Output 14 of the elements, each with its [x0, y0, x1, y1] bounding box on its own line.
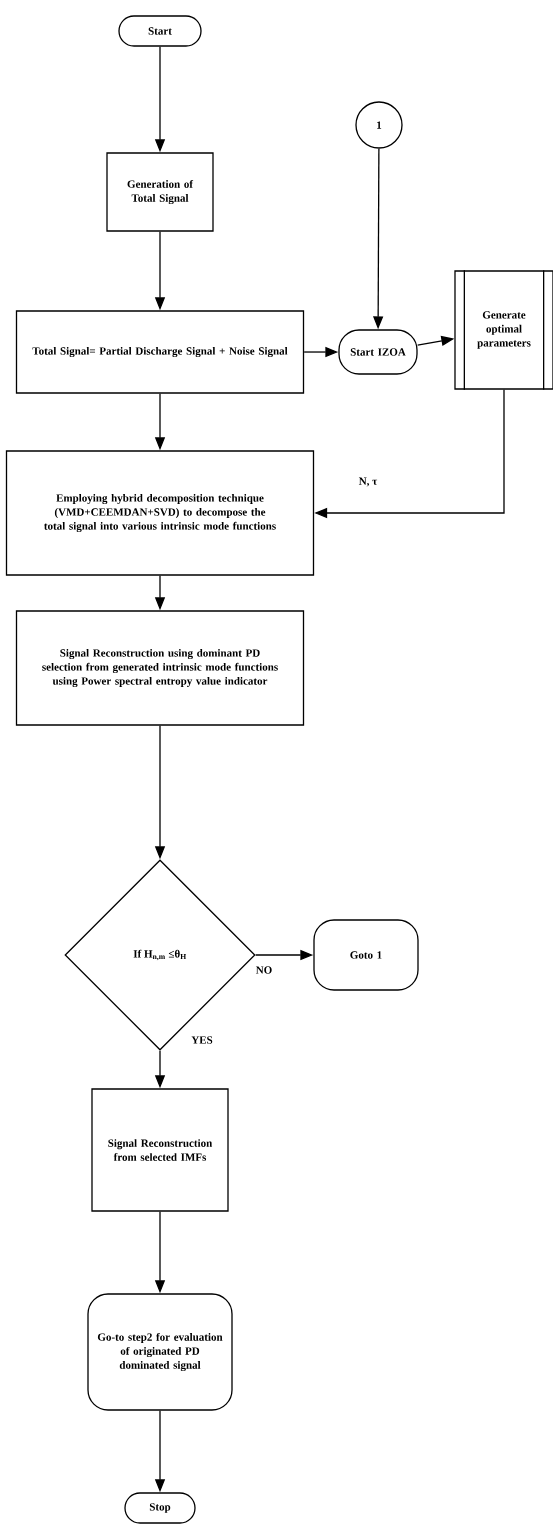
stop-terminal: Stop	[124, 1492, 196, 1524]
terminal: Goto 1	[313, 919, 419, 991]
process-box: Total Signal= Partial Discharge Signal + Noise Signal	[15, 310, 305, 394]
terminal: Go-to step2 for evaluation of originated PD dominated signal	[87, 1293, 233, 1411]
terminal: Start IZOA	[338, 329, 418, 375]
start-terminal: Start	[118, 15, 202, 47]
process-box: Signal Reconstruction from selected IMFs	[91, 1088, 229, 1212]
process-box: Employing hybrid decomposition technique (VMD+CEEMDAN+SVD) to decompose the total signal into various intrinsic mode functions	[5, 450, 315, 576]
process-box: Signal Reconstruction using dominant PD selection from generated intrinsic mode functions using Power spectral entropy value indicator	[15, 610, 305, 726]
process-box: Generation of Total Signal	[106, 152, 214, 232]
edge-label: YES	[190, 1035, 214, 1045]
edge-label: NO	[254, 965, 274, 975]
predefined-process-box: Generate optimal parameters	[454, 269, 553, 391]
edge-label: N, τ	[357, 476, 379, 488]
